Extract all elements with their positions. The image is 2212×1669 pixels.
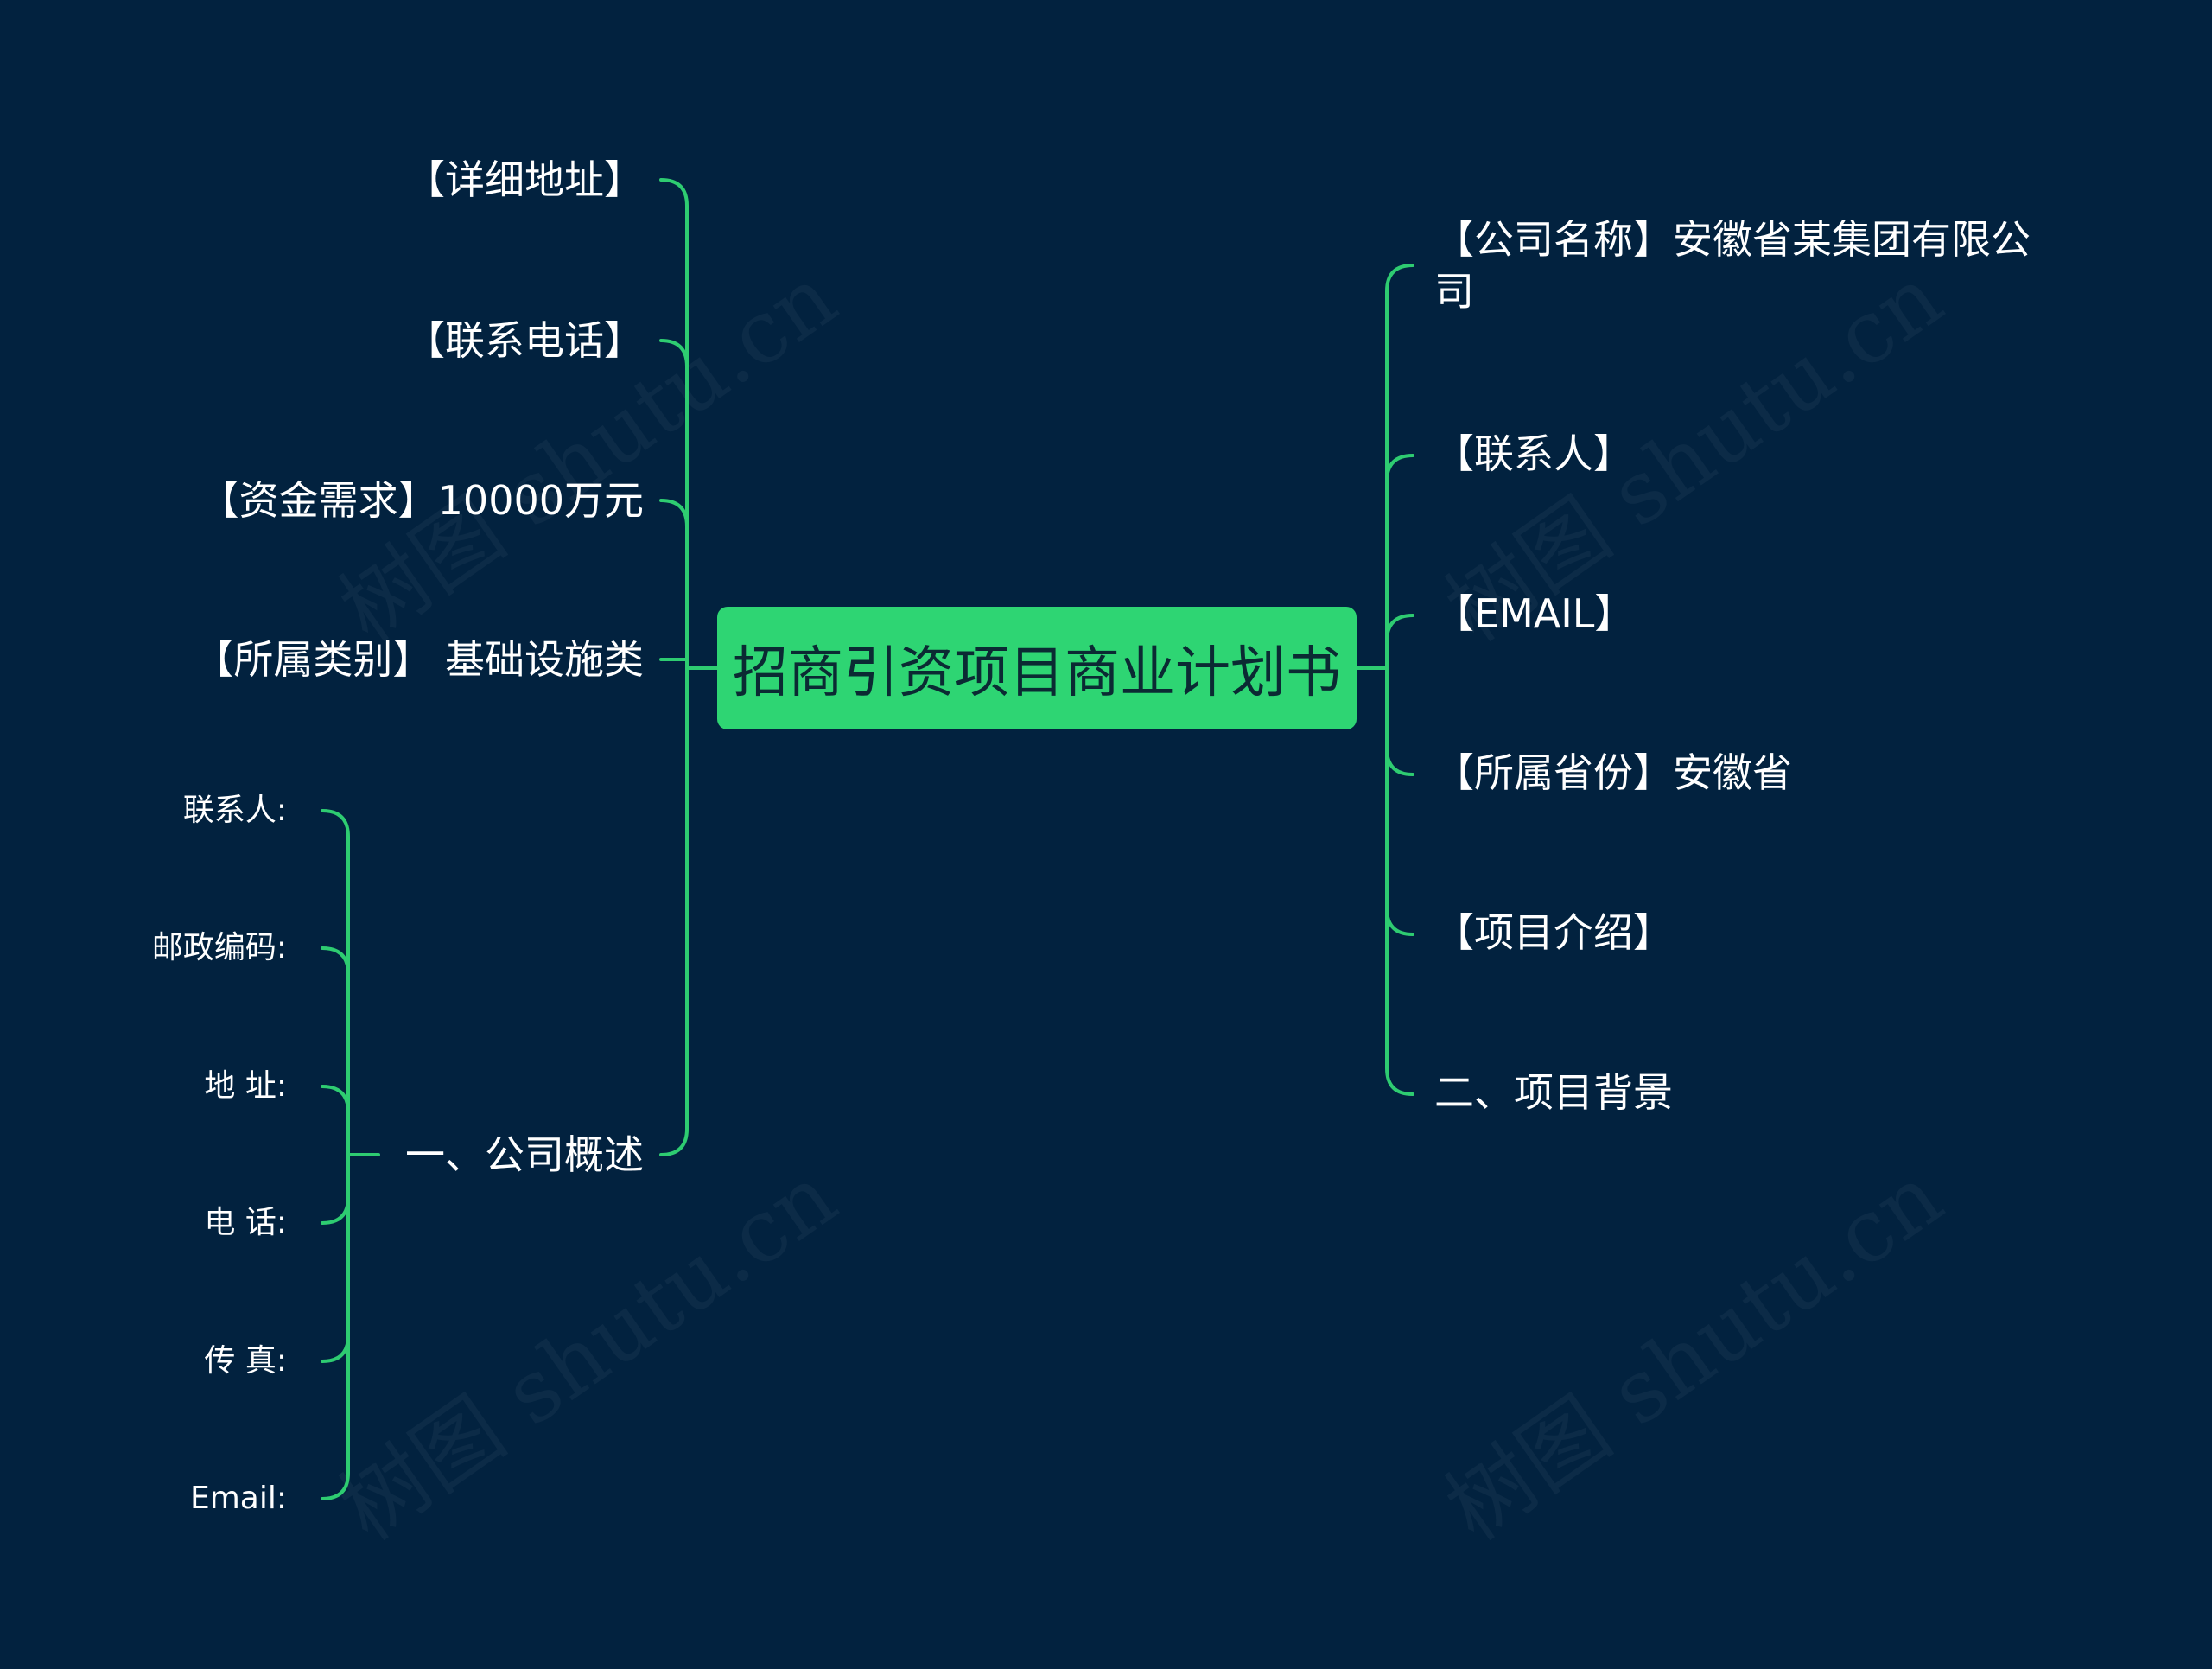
connector-right-2 [1385, 454, 1414, 483]
overview-fax[interactable]: 传 真: [204, 1343, 287, 1379]
right-node-email[interactable]: 【EMAIL】 [1434, 590, 1635, 637]
overview-phone[interactable]: 电 话: [204, 1205, 287, 1240]
connector-sub-trunk [321, 809, 350, 1500]
right-node-project-intro[interactable]: 【项目介绍】 [1434, 909, 1673, 956]
right-node-province[interactable]: 【所属省份】安徽省 [1434, 749, 1792, 796]
right-node-project-background[interactable]: 二、项目背景 [1434, 1069, 1673, 1116]
connector-right-trunk [1385, 264, 1414, 1096]
left-node-detailed-address[interactable]: 【详细地址】 [405, 156, 644, 203]
connector-left-1 [659, 339, 689, 368]
overview-address[interactable]: 地 址: [204, 1068, 287, 1104]
overview-postal-code[interactable]: 邮政编码: [151, 930, 287, 965]
overview-contact-person[interactable]: 联系人: [182, 793, 287, 828]
connector-right-3 [1385, 614, 1414, 643]
connector-left-2 [659, 499, 689, 528]
left-node-category[interactable]: 【所属类别】 基础设施类 [194, 636, 644, 683]
connector-right-4 [1385, 747, 1414, 776]
overview-email[interactable]: Email: [189, 1481, 287, 1516]
connector-sub-3 [321, 1085, 350, 1114]
connector-sub-2 [321, 946, 350, 976]
left-node-company-overview[interactable]: 一、公司概述 [405, 1131, 644, 1178]
connector-sub-5 [321, 1334, 350, 1363]
connector-left-trunk [659, 178, 689, 1156]
connector-right-5 [1385, 907, 1414, 936]
left-node-contact-phone[interactable]: 【联系电话】 [405, 317, 644, 364]
connector-sub-4 [321, 1195, 350, 1225]
left-node-funding-need[interactable]: 【资金需求】10000万元 [199, 477, 644, 524]
right-node-company-name[interactable]: 【公司名称】安徽省某集团有限公司 [1434, 216, 2031, 315]
center-node[interactable]: 招商引资项目商业计划书 [717, 607, 1357, 729]
right-node-contact-person[interactable]: 【联系人】 [1434, 430, 1633, 477]
